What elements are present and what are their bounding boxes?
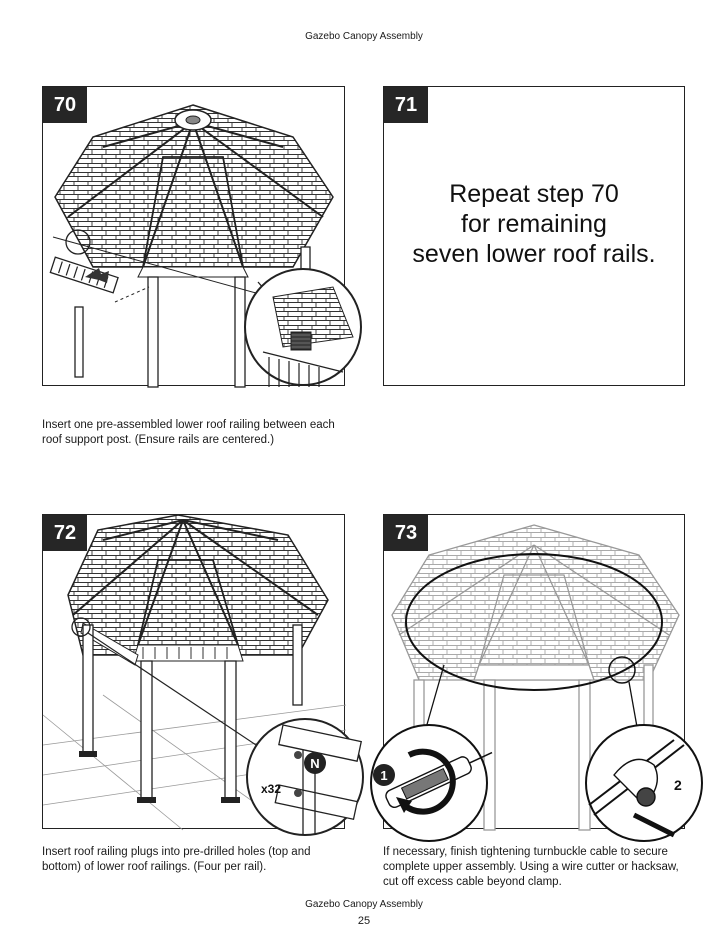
page-header: Gazebo Canopy Assembly	[305, 31, 423, 42]
step-73-illustration: 1 2	[370, 524, 703, 842]
step-71-note-line-2: for remaining	[461, 210, 607, 238]
step-71-panel: 71 Repeat step 70 for remaining seven lo…	[383, 86, 685, 386]
step-70-badge: 70	[43, 87, 87, 123]
step-72-illustration: N x32	[42, 514, 364, 836]
callout-1-label: 1	[380, 768, 387, 783]
step-71-note: Repeat step 70 for remaining seven lower…	[384, 179, 684, 269]
step-70-panel: 70	[42, 86, 362, 388]
part-letter-label: N	[310, 756, 319, 771]
step-71-badge: 71	[384, 87, 428, 123]
step-71-note-line-3: seven lower roof rails.	[412, 240, 656, 268]
page-number: 25	[357, 915, 371, 927]
page-footer-title: Gazebo Canopy Assembly	[305, 899, 423, 910]
part-qty-label: x32	[261, 782, 281, 796]
step-72-panel: 72	[42, 514, 364, 836]
step-73-badge: 73	[384, 515, 428, 551]
step-73-caption: If necessary, finish tightening turnbuck…	[383, 846, 679, 888]
step-72-badge: 72	[43, 515, 87, 551]
step-70-illustration	[49, 104, 362, 388]
step-71-note-line-1: Repeat step 70	[449, 180, 619, 208]
step-70-caption: Insert one pre-assembled lower roof rail…	[42, 419, 335, 446]
step-73-panel: 73	[370, 514, 703, 842]
step-72-caption: Insert roof railing plugs into pre-drill…	[42, 846, 311, 873]
callout-2-label: 2	[674, 777, 682, 793]
